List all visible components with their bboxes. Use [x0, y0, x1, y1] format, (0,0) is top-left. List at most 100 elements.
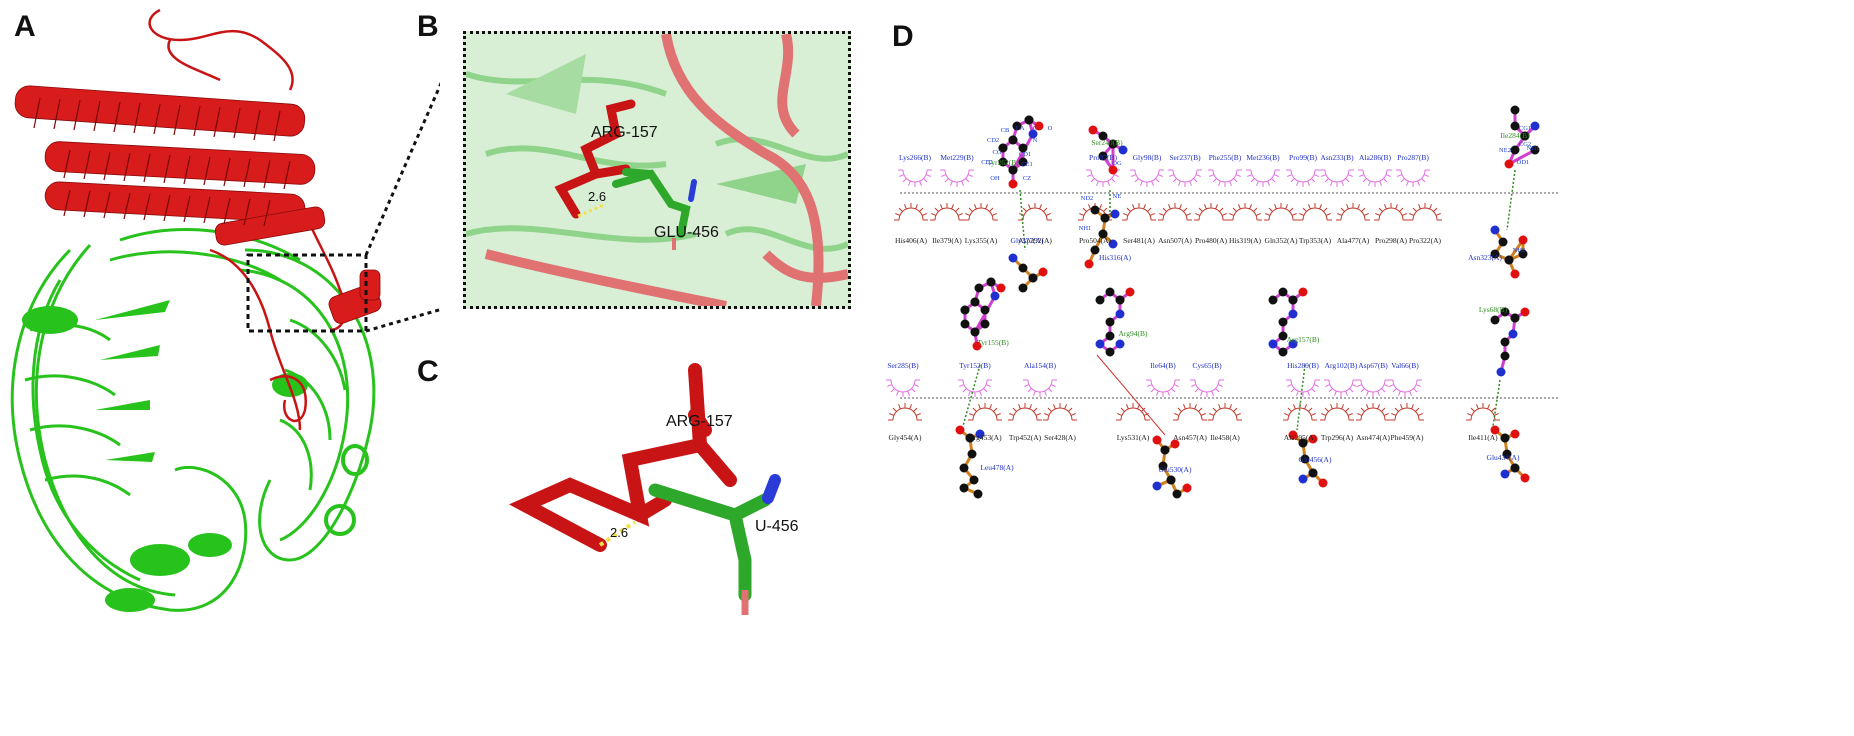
zoom-region-box	[246, 253, 368, 333]
residue-label-a: Asn457(A)	[1173, 433, 1207, 442]
hydrophobic-contact-arc	[1358, 169, 1392, 187]
hydrophobic-contact-arc	[958, 379, 992, 397]
residue-label-b: Ile64(B)	[1150, 361, 1176, 370]
hydrophobic-contact-arc	[1324, 379, 1358, 397]
hydrophobic-contact-arc	[1158, 203, 1192, 221]
residue-label-a: His406(A)	[895, 236, 928, 245]
residue-label-b: Gly98(B)	[1133, 153, 1162, 162]
residue-label-a: His319(A)	[1229, 236, 1262, 245]
residue-label-a: Ser481(A)	[1123, 236, 1155, 245]
residue-label-a: Trp296(A)	[1321, 433, 1354, 442]
residue-label-a: Trp353(A)	[1299, 236, 1332, 245]
hydrophobic-contact-arc	[1264, 203, 1298, 221]
hbond-residue-label-b: Tyr262(B)	[987, 158, 1019, 167]
hydrophobic-contact-arc	[1320, 403, 1354, 421]
residue-label-a: Gly454(A)	[889, 433, 922, 442]
hydrophobic-contact-arc	[1130, 169, 1164, 187]
panel-label-d: D	[892, 20, 914, 53]
residue-label-b: Lys266(B)	[899, 153, 932, 162]
atom-label: NE2	[1499, 147, 1511, 154]
panel-b-label-distance: 2.6	[588, 189, 607, 204]
hbond-residue-label-a: Gly377(A)	[1011, 236, 1044, 245]
atom-label: CB	[1001, 127, 1010, 134]
panel-b-background-red	[484, 34, 848, 306]
panel-a-structure	[10, 8, 440, 612]
residue-label-b: Pro287(B)	[1397, 153, 1429, 162]
ligplot-residue-gly377	[1008, 253, 1048, 293]
hydrophobic-contact-arc	[1173, 403, 1207, 421]
residue-label-a: Ile379(A)	[932, 236, 962, 245]
residue-label-a: Lys355(A)	[965, 236, 998, 245]
residue-label-a: Gln352(A)	[1265, 236, 1298, 245]
hydrophobic-contact-arc	[930, 203, 964, 221]
residue-label-a: Trp452(A)	[1009, 433, 1042, 442]
hydrophobic-contact-arc	[1023, 379, 1057, 397]
hydrophobic-contact-arc	[1466, 403, 1500, 421]
hydrophobic-contact-arc	[886, 379, 920, 397]
glu-456-stick	[612, 168, 691, 238]
residue-label-b: Val66(B)	[1391, 361, 1419, 370]
ligplot-residue-glu530	[1152, 435, 1192, 499]
atom-label: OD1	[1517, 159, 1530, 166]
residue-label-b: Met229(B)	[940, 153, 974, 162]
hbond-residue-label-a: Glu456(A)	[1299, 455, 1332, 464]
hydrophobic-contact-arc	[1286, 169, 1320, 187]
residue-label-a: Pro480(A)	[1195, 236, 1228, 245]
hydrophobic-contact-arc	[1396, 169, 1430, 187]
ligplot-residue-glu456	[1288, 430, 1328, 488]
hydrophobic-contact-arc	[1008, 403, 1042, 421]
ligplot-residue-lys68	[1490, 307, 1530, 377]
hydrophobic-contact-arc	[1246, 169, 1280, 187]
panel-label-a: A	[14, 10, 36, 43]
residue-label-a: Lys531(A)	[1117, 433, 1150, 442]
hbond-residue-label-a: Glu434(A)	[1487, 453, 1520, 462]
atom-label: OH	[990, 175, 1000, 182]
hbond-line	[1506, 169, 1516, 231]
atom-label: CA	[1015, 125, 1024, 132]
hbond-residue-label-b: Lys68(B)	[1479, 305, 1508, 314]
atom-label: ND2	[1081, 195, 1094, 202]
hbond-residue-label-b: Ser240(B)	[1091, 138, 1123, 147]
ligplot-residue-asn323	[1490, 225, 1528, 279]
salt-bridge-line	[1096, 354, 1166, 436]
atom-label: CG2	[1519, 141, 1531, 148]
hbond-line	[1296, 364, 1306, 431]
panel-c-sticks	[509, 363, 781, 615]
panel-b-background-green	[466, 54, 848, 252]
hydrophobic-contact-arc	[1286, 379, 1320, 397]
chain-a-green	[10, 228, 376, 612]
hydrophobic-contact-arc	[1208, 169, 1242, 187]
hydrophobic-contact-arc	[1208, 403, 1242, 421]
chain-b-helices	[14, 85, 382, 324]
residue-label-a: Asp292(A)	[1018, 236, 1052, 245]
residue-label-b: Ala154(B)	[1024, 361, 1057, 370]
residue-label-a: Ile458(A)	[1210, 433, 1240, 442]
ligplot-residue-ile284	[1504, 105, 1540, 169]
residue-label-b: Phe255(B)	[1209, 153, 1242, 162]
hydrophobic-contact-arc	[1374, 203, 1408, 221]
hbond-residue-label-b: Ile284(B)	[1500, 131, 1530, 140]
hydrophobic-contact-arc	[1018, 203, 1052, 221]
panel-d-ligplot: Lys266(B)Met229(B)Pro97(B)Gly98(B)Ser237…	[886, 105, 1560, 499]
hbond-residue-label-a: Leu478(A)	[980, 463, 1014, 472]
atom-label: CG	[992, 149, 1001, 156]
atom-label: NH2	[1513, 247, 1526, 254]
atom-label: CE1	[1021, 161, 1033, 168]
residue-label-a: Phe459(A)	[1391, 433, 1424, 442]
ligplot-residue-arg157	[1268, 287, 1308, 357]
residue-label-a: Ile411(A)	[1468, 433, 1498, 442]
hydrophobic-contact-arc	[1043, 403, 1077, 421]
residue-label-a: Asn474(A)	[1356, 433, 1390, 442]
hydrophobic-contact-arc	[1168, 169, 1202, 187]
hydrophobic-contact-arc	[1408, 203, 1442, 221]
chain-a-helices	[22, 300, 369, 612]
hbond-residue-label-a: Glu530(A)	[1159, 465, 1192, 474]
hbond-residue-label-b: Arg157(B)	[1287, 335, 1320, 344]
ligplot-residue-arg94	[1095, 287, 1135, 357]
hbond-residue-label-b: Tyr155(B)	[977, 338, 1009, 347]
hydrophobic-contact-arc	[964, 203, 998, 221]
hydrophobic-contact-arc	[894, 203, 928, 221]
atom-label: CD2	[987, 137, 999, 144]
panel-c-label-distance: 2.6	[610, 525, 629, 540]
residue-label-b: Ser237(B)	[1169, 153, 1201, 162]
